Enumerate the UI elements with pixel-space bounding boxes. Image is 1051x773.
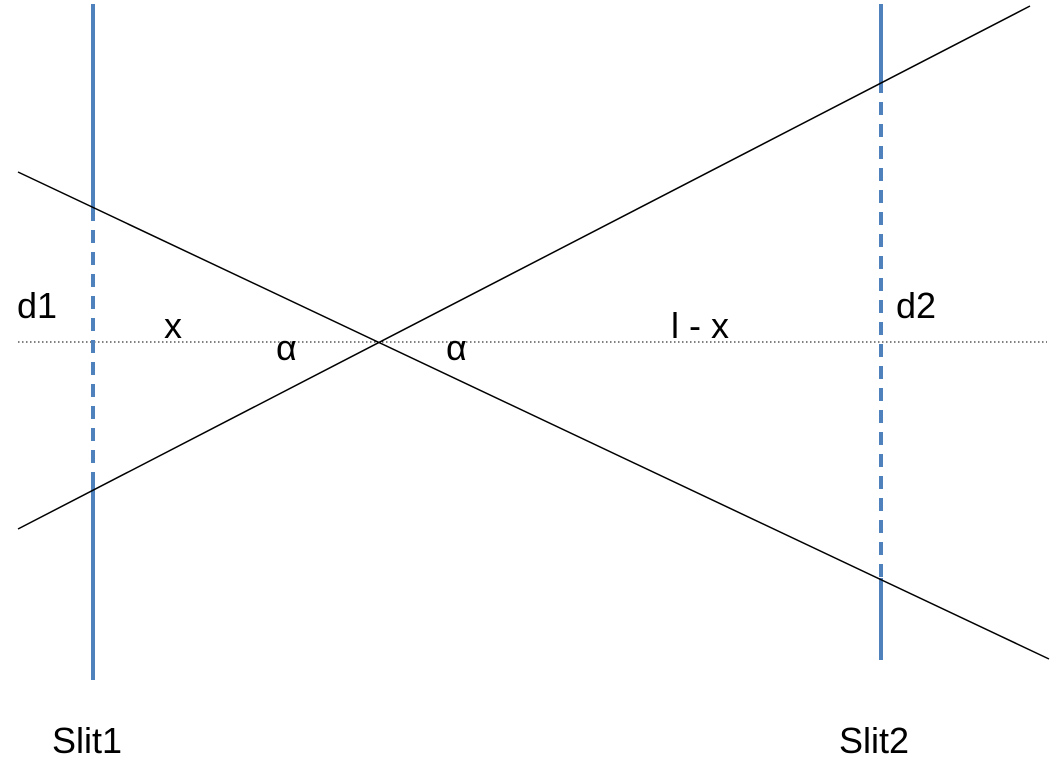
ray-descending xyxy=(17,171,1050,660)
ray-ascending xyxy=(17,5,1031,530)
label-d2: d2 xyxy=(896,285,936,326)
label-x: x xyxy=(164,305,182,346)
label-alpha-left: α xyxy=(276,327,297,368)
label-d1: d1 xyxy=(17,285,57,326)
label-l-minus-x: l - x xyxy=(671,305,729,346)
label-slit2: Slit2 xyxy=(839,720,909,761)
label-alpha-right: α xyxy=(446,327,467,368)
label-slit1: Slit1 xyxy=(52,720,122,761)
